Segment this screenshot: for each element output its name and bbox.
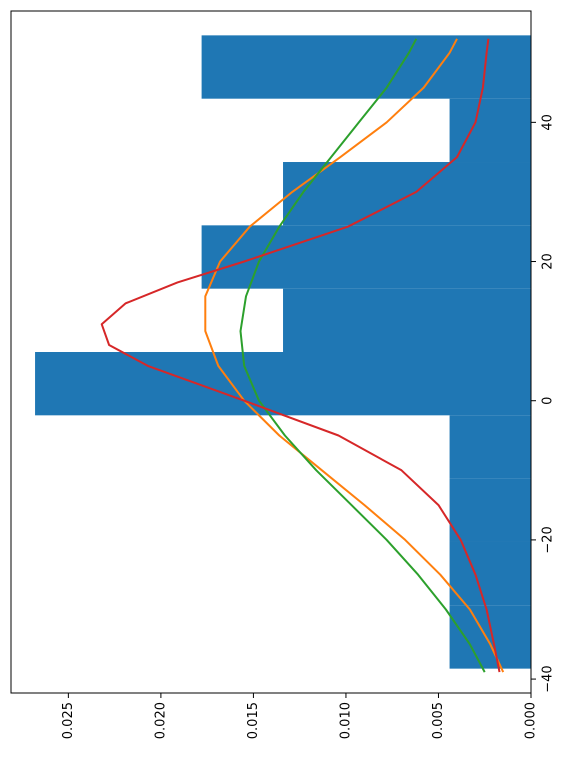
- y-tick-label-3: 0.015: [246, 702, 261, 739]
- histogram-bar-6: [201, 225, 531, 289]
- histogram-bar-1: [449, 541, 531, 606]
- y-tick-label-5: 0.025: [61, 702, 76, 739]
- histogram-bar-8: [449, 98, 531, 163]
- histogram-bar-5: [283, 288, 531, 352]
- y-tick-label-1: 0.005: [431, 702, 446, 739]
- histogram-bar-0: [449, 605, 531, 669]
- y-tick-label-4: 0.020: [153, 702, 168, 739]
- density-curve-1: [239, 38, 486, 673]
- histogram-bar-9: [201, 35, 531, 99]
- histogram-bar-4: [35, 352, 531, 416]
- histogram-bar-2: [449, 478, 531, 542]
- density-curve-2: [100, 38, 501, 673]
- y-tick-label-0: 0.000: [524, 702, 539, 739]
- x-tick-label-0: −40: [541, 665, 556, 692]
- histogram-bar-7: [283, 162, 531, 226]
- histogram-bar-3: [449, 415, 531, 479]
- density-curve-0: [204, 38, 505, 673]
- x-tick-label-1: −20: [541, 526, 556, 553]
- density-curves: [100, 38, 505, 673]
- x-tick-label-2: 0: [541, 397, 556, 405]
- x-tick-label-3: 20: [541, 253, 556, 270]
- histogram-bars: [35, 35, 531, 669]
- axes: −40 −20 0 20 40 0.000 0.005 0.010 0.015 0.020 0.02…: [61, 114, 556, 739]
- x-tick-label-4: 40: [541, 114, 556, 131]
- y-tick-label-2: 0.010: [338, 702, 353, 739]
- plot-frame: [10, 10, 532, 694]
